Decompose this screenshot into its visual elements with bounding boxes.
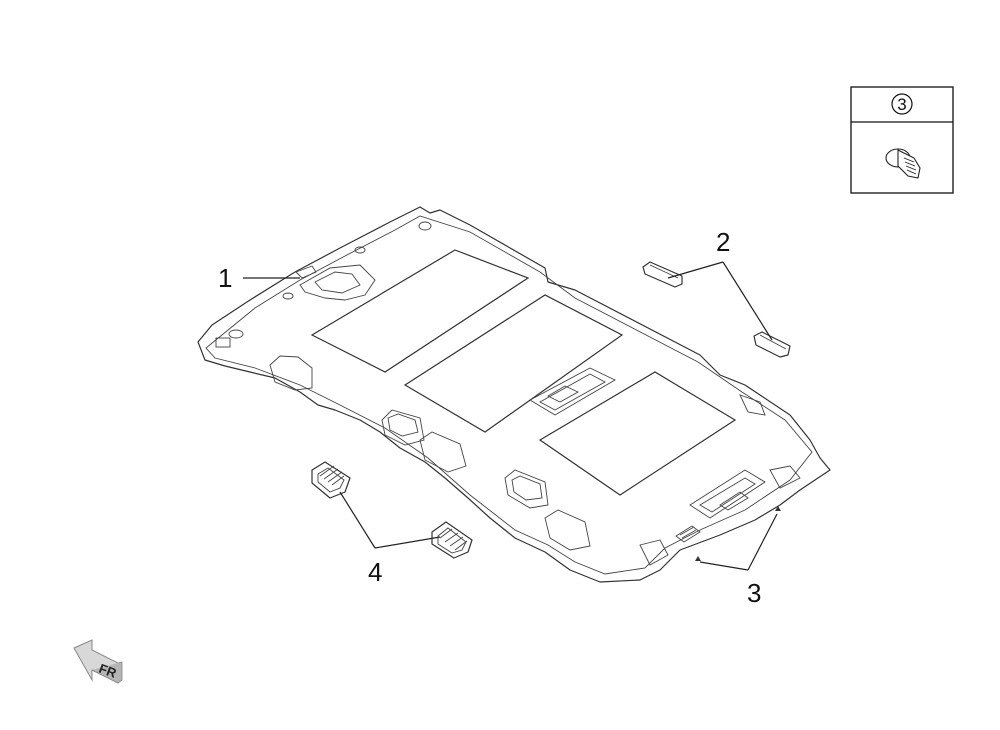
clip-marker — [695, 556, 701, 561]
clip-legend-box: 3 — [850, 86, 954, 194]
front-label: FR — [97, 661, 119, 681]
clip-marker — [775, 506, 781, 511]
vent-upper — [311, 461, 351, 499]
legend-clip-number: 3 — [897, 95, 906, 114]
callout-1: 1 — [218, 263, 232, 293]
front-direction-arrow-icon: FR — [73, 639, 123, 684]
leader-lines — [243, 261, 778, 571]
vent-lower — [431, 521, 473, 559]
rear-trim-upper — [642, 261, 683, 288]
rear-trim-lower — [753, 331, 791, 358]
callout-2: 2 — [716, 227, 730, 257]
callout-3: 3 — [747, 578, 761, 608]
speaker-grille — [675, 525, 701, 543]
clip-icon — [885, 148, 921, 179]
headliner-panel — [197, 206, 831, 583]
callout-4: 4 — [368, 557, 382, 587]
